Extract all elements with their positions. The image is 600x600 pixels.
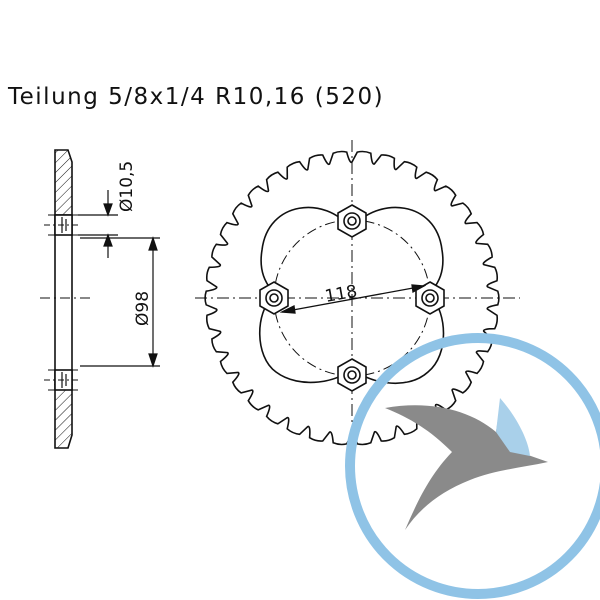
bird-wing-icon	[496, 398, 530, 456]
side-view	[40, 149, 92, 449]
bolt-hole-bottom	[337, 358, 367, 392]
dim-bolt-hole	[78, 190, 118, 258]
page-title: Teilung 5/8x1/4 R10,16 (520)	[8, 84, 385, 110]
bolt-spacing-label: 118	[323, 282, 358, 307]
bolt-hole-right	[415, 281, 445, 315]
dim-bolt-circle	[80, 236, 160, 368]
dim-bolt-spacing	[279, 284, 427, 314]
bolt-circle-label: Ø98	[133, 291, 153, 326]
bird-logo-icon	[385, 405, 548, 530]
watermark-logo	[345, 333, 600, 599]
bolt-hole-left	[259, 281, 289, 315]
bolt-hole-top	[337, 204, 367, 238]
front-view: 118	[195, 140, 520, 455]
bolt-hole-label: Ø10,5	[117, 161, 137, 212]
